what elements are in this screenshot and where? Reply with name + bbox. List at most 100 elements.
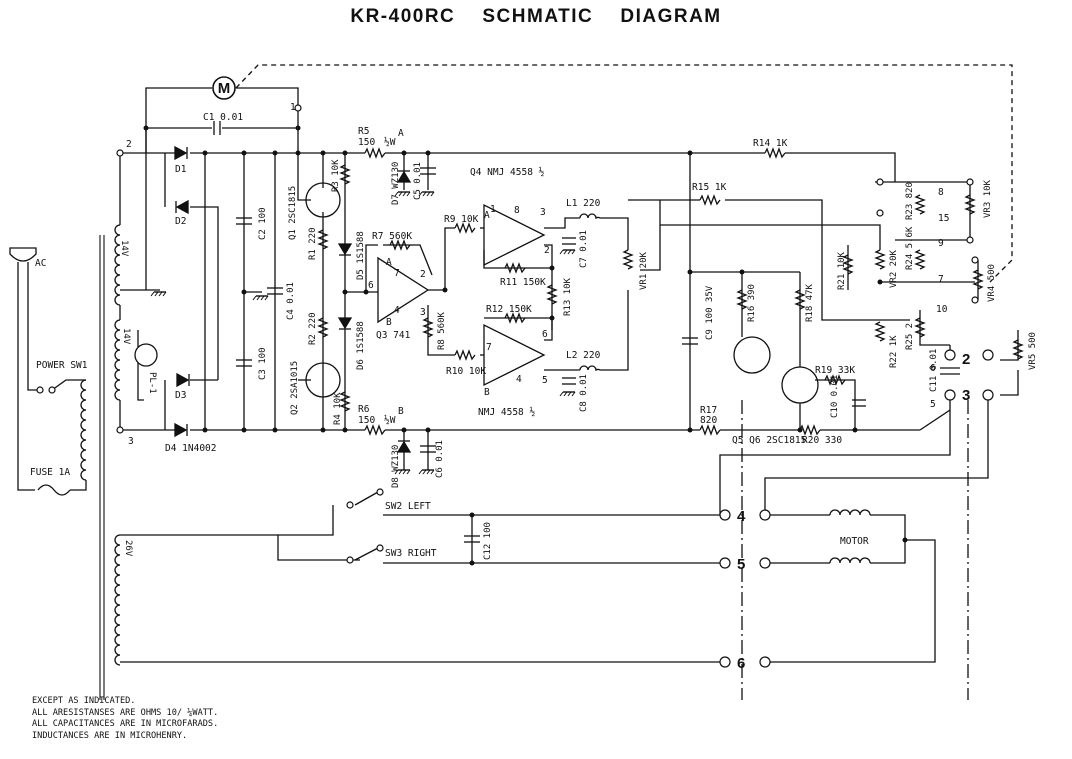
l2-out — [600, 290, 629, 371]
d8-b-label: B — [398, 406, 404, 417]
q3-a: A — [386, 257, 392, 268]
r8-zigzag — [422, 317, 434, 338]
d6-diode — [337, 317, 353, 330]
r25-label: R25 2 — [905, 323, 915, 350]
r6-zigzag — [364, 424, 386, 436]
junction-dots — [143, 125, 908, 566]
vr5-wire-b — [1000, 370, 1019, 396]
r6-watt: ½W — [384, 415, 396, 426]
d8-label: D8 WZ130 — [391, 445, 401, 488]
q5q6-label: Q5 Q6 2SC1815 — [732, 435, 806, 446]
op-pin4: 4 — [516, 374, 522, 385]
r14-zigzag — [764, 147, 786, 159]
note-line: INDUCTANCES ARE IN MICROHENRY. — [32, 730, 188, 741]
sw2-link — [354, 491, 379, 506]
d4-label: D4 1N4002 — [165, 443, 216, 454]
q2-circle — [305, 362, 341, 398]
r24-zigzag — [914, 249, 926, 270]
r14-label: R14 1K — [753, 138, 788, 149]
r4-zigzag — [339, 391, 351, 412]
r1-label: R1 220 — [308, 227, 318, 260]
c8-label: C8 0.01 — [579, 374, 589, 412]
r18-label: R18 47K — [805, 283, 815, 322]
gnd-c4 — [252, 295, 269, 301]
r17-zigzag — [699, 424, 721, 436]
c10-label: C10 0.01 — [830, 375, 840, 418]
d5-label: D5 1S1588 — [356, 231, 366, 280]
sw3-link — [354, 547, 379, 561]
l1-out — [600, 217, 629, 250]
vr1-zigzag — [622, 249, 634, 270]
pin10-label: 10 — [936, 304, 948, 315]
ac-label: AC — [35, 258, 46, 269]
vr5-wire — [1000, 330, 1019, 361]
d7-label: D7 WZ130 — [391, 162, 401, 205]
note-line: ALL CAPACITANCES ARE IN MICROFARADS. — [32, 719, 219, 729]
pin-2-label: 2 — [126, 139, 132, 150]
r21-zigzag — [842, 254, 854, 275]
r15-right — [725, 199, 910, 321]
d1-label: D1 — [175, 164, 187, 175]
motor-symbol-label: M — [218, 80, 231, 97]
motor-coil-lower — [829, 557, 871, 564]
remote-dashed-link — [235, 64, 1013, 283]
terminal-2: 2 — [962, 351, 970, 368]
c6-label: C6 0.01 — [435, 440, 445, 478]
pin15-label: 15 — [938, 213, 949, 224]
q3-pin3: 3 — [420, 307, 426, 318]
r16-zigzag — [736, 289, 748, 310]
q3-opamp — [377, 256, 430, 324]
q4-opamp — [483, 203, 546, 267]
r20-label: R20 330 — [802, 435, 842, 446]
r9-label: R9 10K — [444, 214, 479, 225]
c5-label: C5 0.01 — [413, 162, 423, 200]
r5-value: 150 — [358, 137, 375, 148]
q3-inv-in — [365, 244, 378, 292]
fuse-symbol — [37, 484, 71, 496]
r19-label: R19 33K — [815, 365, 855, 376]
r5-zigzag — [364, 147, 386, 159]
r2-zigzag — [317, 317, 329, 338]
t26v-label: 26V — [123, 540, 133, 557]
d2-diode — [175, 199, 189, 215]
r11-label: R11 150K — [500, 277, 546, 288]
q4-label: Q4 NMJ 4558 ½ — [470, 167, 545, 178]
r16-label: R16 390 — [747, 284, 757, 322]
q1-circle — [305, 182, 341, 218]
d5-diode — [337, 243, 353, 256]
vr2-zigzag — [874, 249, 886, 270]
r15-zigzag — [699, 194, 721, 206]
opamp-b: B — [484, 387, 490, 398]
pin8-label: 8 — [938, 187, 944, 198]
terminal-6: 6 — [737, 655, 745, 672]
q3-label: Q3 741 — [376, 330, 411, 341]
r3-label: R3 10K — [331, 159, 341, 192]
r21-label: R21 10K — [837, 251, 847, 290]
r19-zigzag — [824, 374, 846, 386]
r5-watt: ½W — [384, 137, 396, 148]
r12-label: R12 150K — [486, 304, 532, 315]
r20-zigzag — [799, 424, 821, 436]
r6-value: 150 — [358, 415, 375, 426]
vr1-feed — [660, 224, 881, 250]
t14v-b-label: 14V — [121, 328, 131, 345]
nmj-opamp — [483, 323, 546, 387]
terminal-5: 5 — [737, 556, 745, 573]
d2-wire-r — [190, 206, 219, 380]
q4-out — [544, 217, 580, 229]
note-line: EXCEPT AS INDICATED. — [32, 696, 136, 706]
q3-pin2: 2 — [420, 269, 426, 280]
motor-label: MOTOR — [840, 536, 869, 547]
notes: EXCEPT AS INDICATED. ALL ARESISTANSES AR… — [32, 696, 218, 742]
diagram-title: KR-400RC SCHMATIC DIAGRAM — [350, 6, 722, 27]
r13-label: R13 10K — [563, 277, 573, 316]
terminal-circles — [36, 104, 994, 668]
op-pin5: 5 — [542, 375, 548, 386]
vr1-label: VR1 20K — [639, 251, 649, 290]
gnd-c7 — [559, 249, 576, 255]
c4-label: C4 0.01 — [286, 282, 296, 320]
motor-coil-upper — [829, 509, 871, 516]
pin-1-label: 1 — [290, 102, 296, 113]
r23-label: R23 820 — [905, 182, 915, 220]
ac-plug — [9, 247, 37, 262]
